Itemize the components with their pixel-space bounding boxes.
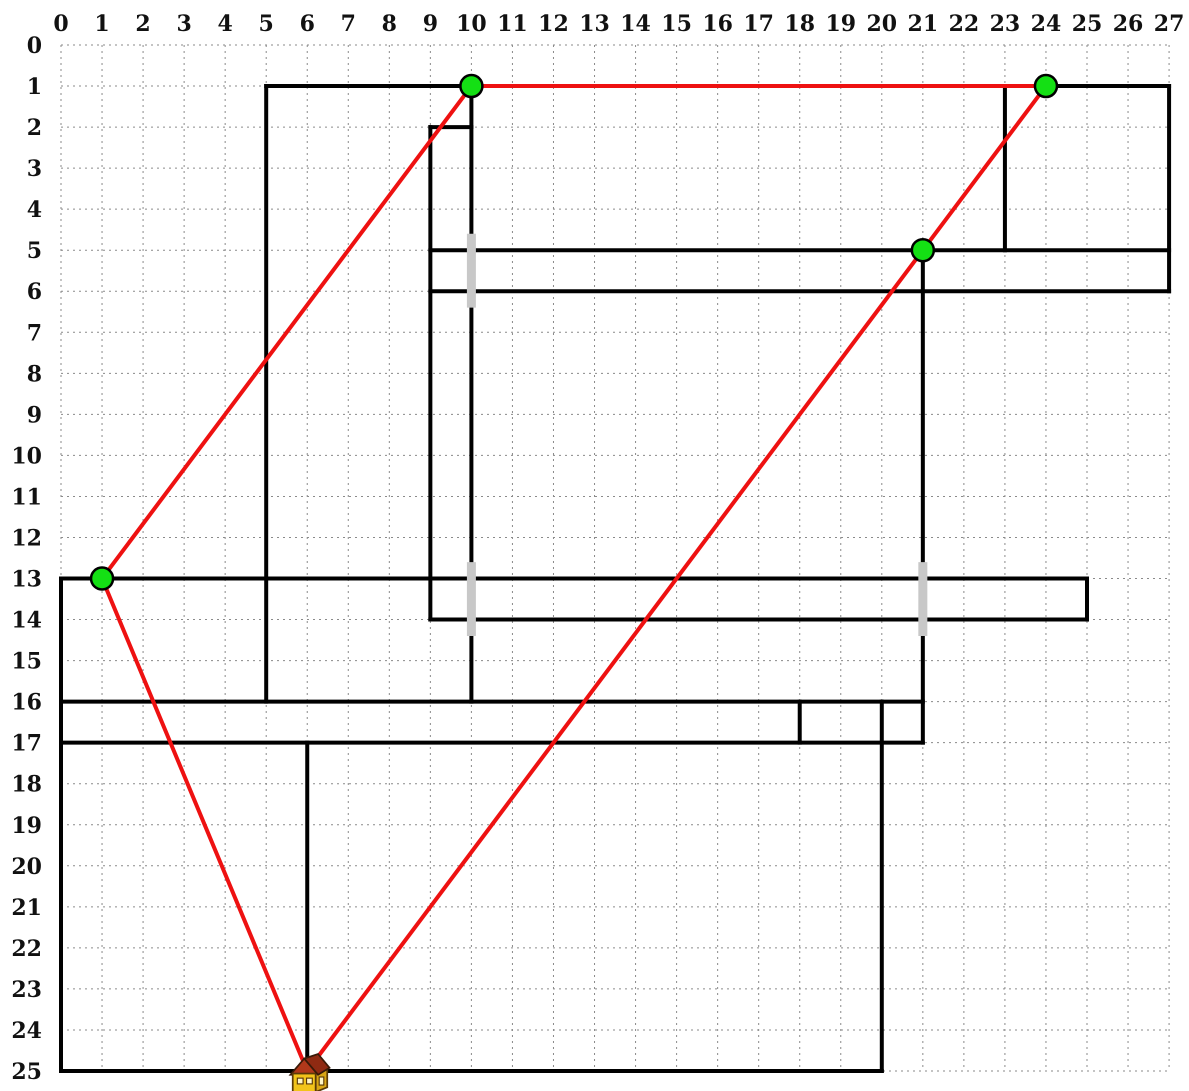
x-tick-label: 15 xyxy=(661,11,692,37)
x-tick-label: 3 xyxy=(176,11,191,37)
x-tick-label: 24 xyxy=(1031,11,1062,37)
y-tick-label: 13 xyxy=(11,567,42,593)
x-tick-label: 20 xyxy=(866,11,897,37)
y-tick-label: 4 xyxy=(27,197,42,223)
x-tick-label: 23 xyxy=(990,11,1021,37)
y-tick-label: 14 xyxy=(11,608,42,634)
x-tick-label: 26 xyxy=(1113,11,1144,37)
x-tick-label: 17 xyxy=(743,11,774,37)
y-tick-label: 17 xyxy=(11,731,42,757)
x-tick-label: 12 xyxy=(538,11,569,37)
y-tick-label: 2 xyxy=(27,115,42,141)
route xyxy=(100,84,1048,1073)
house-icon xyxy=(288,1052,331,1091)
x-tick-label: 21 xyxy=(908,11,939,37)
stop-marker xyxy=(459,73,484,99)
y-tick-label: 1 xyxy=(27,74,42,100)
stop-marker xyxy=(89,566,115,591)
grid-lines xyxy=(60,44,1170,1072)
doors xyxy=(466,233,928,636)
y-tick-label: 15 xyxy=(11,649,42,675)
walls xyxy=(59,84,1172,1073)
y-tick-label: 20 xyxy=(11,854,42,880)
y-tick-label: 5 xyxy=(27,238,42,264)
y-tick-label: 9 xyxy=(27,402,42,428)
x-tick-label: 4 xyxy=(218,11,233,37)
x-tick-label: 6 xyxy=(300,11,315,37)
x-tick-label: 25 xyxy=(1072,11,1103,37)
y-tick-label: 23 xyxy=(11,977,42,1003)
x-tick-label: 19 xyxy=(825,11,856,37)
y-tick-label: 7 xyxy=(27,320,42,346)
x-tick-label: 1 xyxy=(94,11,109,37)
y-tick-label: 12 xyxy=(11,525,42,551)
y-tick-label: 11 xyxy=(11,484,42,510)
x-tick-label: 2 xyxy=(135,11,150,37)
x-tick-label: 10 xyxy=(456,11,487,37)
x-tick-label: 13 xyxy=(579,11,610,37)
y-tick-label: 0 xyxy=(27,33,42,59)
y-tick-label: 22 xyxy=(11,936,42,962)
x-tick-label: 9 xyxy=(423,11,438,37)
y-tick-label: 24 xyxy=(11,1018,42,1044)
x-tick-label: 8 xyxy=(382,11,397,37)
y-axis-labels: 0123456789101112131415161718192021222324… xyxy=(11,33,42,1085)
y-tick-label: 18 xyxy=(11,772,42,798)
route-path xyxy=(100,84,1048,1073)
stop-marker xyxy=(1033,73,1059,99)
y-tick-label: 6 xyxy=(27,279,42,305)
x-tick-label: 22 xyxy=(949,11,980,37)
y-tick-label: 3 xyxy=(27,156,42,182)
y-tick-label: 8 xyxy=(27,361,42,387)
x-tick-label: 14 xyxy=(620,11,651,37)
y-tick-label: 25 xyxy=(11,1059,42,1085)
stop-marker xyxy=(910,237,936,263)
x-tick-label: 11 xyxy=(497,11,528,37)
y-tick-label: 10 xyxy=(11,443,42,469)
x-tick-label: 18 xyxy=(784,11,815,37)
x-tick-label: 7 xyxy=(341,11,356,37)
x-tick-label: 0 xyxy=(53,11,68,37)
x-tick-label: 16 xyxy=(702,11,733,37)
x-tick-label: 5 xyxy=(259,11,274,37)
y-tick-label: 16 xyxy=(11,690,42,716)
x-tick-label: 27 xyxy=(1154,11,1185,37)
y-tick-label: 21 xyxy=(11,895,42,921)
stops xyxy=(89,73,1059,591)
y-tick-label: 19 xyxy=(11,813,42,839)
